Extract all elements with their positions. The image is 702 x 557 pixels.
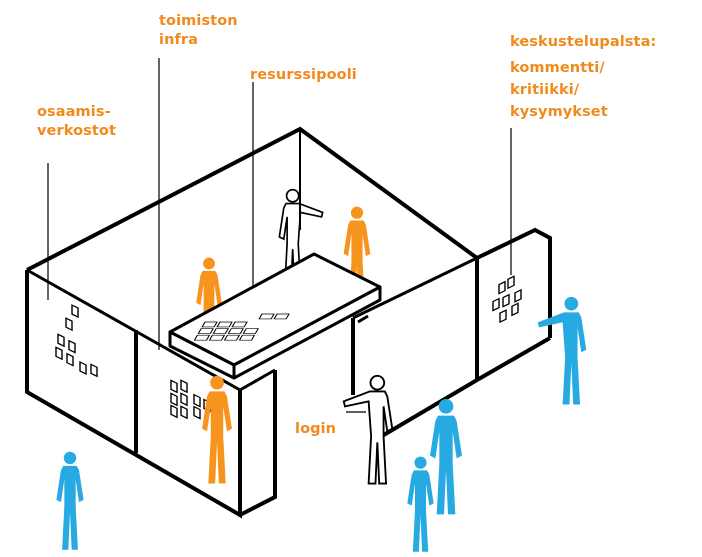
wall-notes-front (170, 379, 211, 420)
person-blue-icon (407, 456, 434, 552)
label-line: infra (159, 32, 199, 48)
label-osaamisverkostot: osaamis- verkostot (37, 103, 116, 141)
label-keskustelupalsta: keskustelupalsta: kommentti/ kritiikki/ … (510, 31, 656, 123)
person-orange-icon (202, 375, 232, 484)
label-resurssipooli: resurssipooli (250, 67, 357, 83)
label-line: toimiston (159, 13, 238, 29)
wall-notes-right (492, 275, 522, 324)
front-figures (56, 375, 462, 552)
label-line: kommentti/ (510, 60, 605, 76)
person-blue-icon (537, 296, 587, 405)
label-line: kritiikki/ (510, 82, 580, 98)
label-toimiston: toimiston infra (159, 12, 238, 50)
wall-notes-left (55, 304, 98, 378)
resource-table (168, 252, 382, 380)
label-line: verkostot (37, 123, 117, 139)
person-blue-icon (56, 451, 84, 550)
table-notes (193, 313, 290, 341)
label-line: kysymykset (510, 104, 608, 120)
label-line: keskustelupalsta: (510, 34, 657, 50)
person-blue-icon (430, 399, 462, 515)
room-frame (25, 126, 552, 519)
label-line: osaamis- (37, 104, 111, 120)
label-login: login (295, 421, 337, 437)
